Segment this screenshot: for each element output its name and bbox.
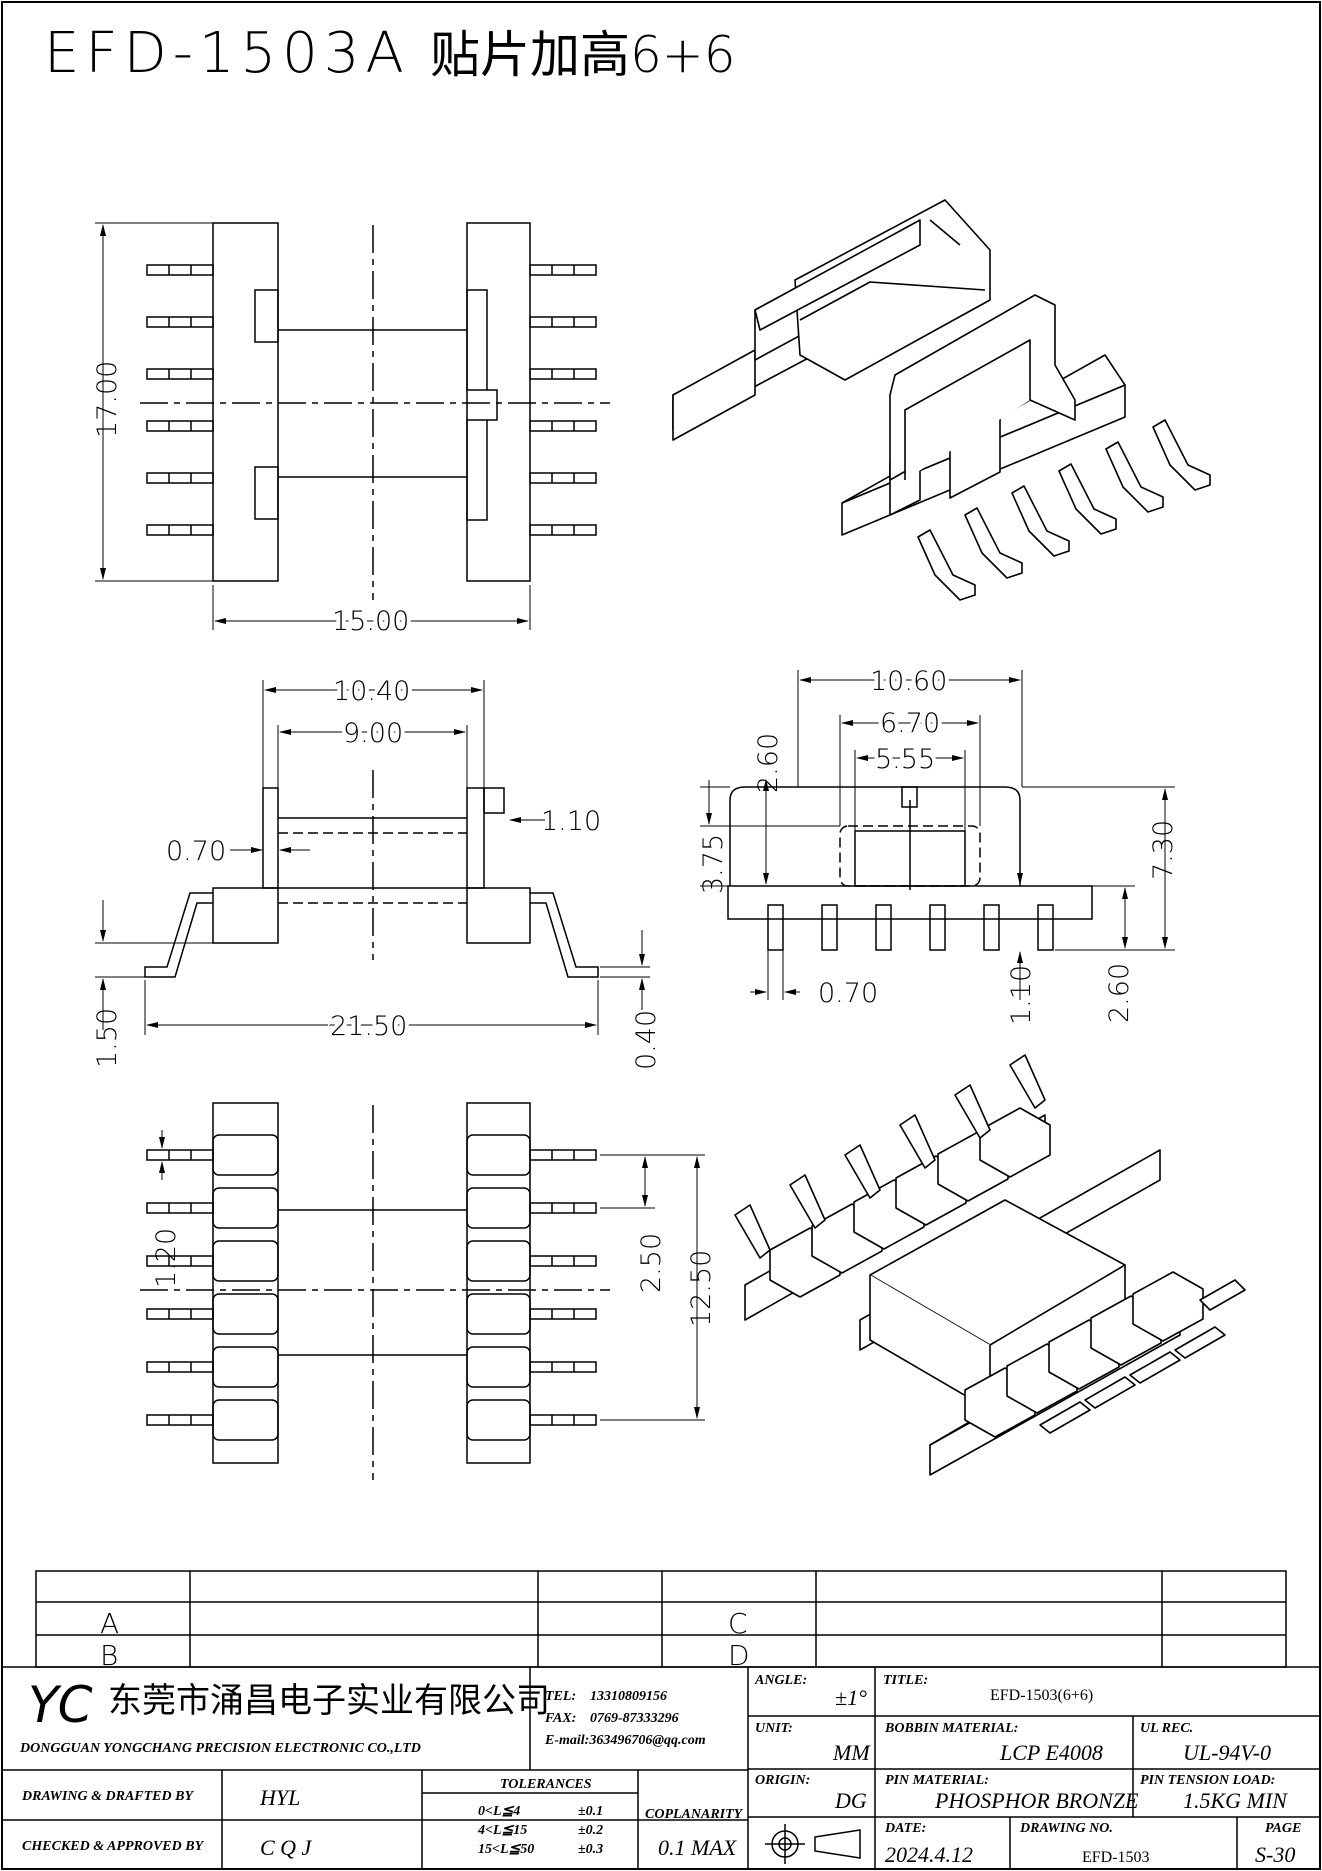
tol-range-3: 15<L≦50 [478,1842,534,1857]
dim-1-10-gap: 1.10 [1006,965,1037,1025]
tol-value-3: ±0.3 [578,1842,603,1857]
pin-tension-label: PIN TENSION LOAD: [1140,1773,1275,1788]
unit-label: UNIT: [755,1721,793,1736]
fax-value: 0769-87333296 [590,1711,679,1726]
title-value: EFD-1503(6+6) [990,1687,1093,1704]
iso-view-top [672,199,1126,536]
drawing-no-value: EFD-1503 [1082,1849,1150,1866]
dim-10-40: 10.40 [333,676,410,707]
dim-5-55: 5.55 [875,744,935,775]
dim-height-17: 17.00 [92,361,123,438]
angle-label: ANGLE: [754,1673,807,1688]
dim-0-70: 0.70 [166,836,226,867]
company-name-en: DONGGUAN YONGCHANG PRECISION ELECTRONIC … [19,1741,421,1756]
dim-10-60: 10.60 [870,666,947,697]
bobbin-label: BOBBIN MATERIAL: [884,1721,1018,1736]
tol-range-2: 4<L≦15 [477,1823,527,1838]
page-label: PAGE [1265,1821,1301,1836]
company-name-cn: 东莞市涌昌电子实业有限公司 [108,1681,550,1721]
dim-0-40: 0.40 [631,1010,662,1070]
email-value: E-mail:363496706@qq.com [544,1733,706,1748]
drawing-no-label: DRAWING NO. [1019,1821,1113,1836]
revision-table [35,1570,1287,1668]
dim-12-50: 12.50 [686,1250,717,1327]
tel-label: TEL: [545,1689,576,1704]
tol-value-2: ±0.2 [578,1823,603,1838]
dim-7-30: 7.30 [1148,820,1179,880]
title-label: TITLE: [883,1673,928,1688]
projection-symbol-icon [765,1824,861,1864]
dim-1-20: 1.20 [151,1228,182,1288]
pin-material-label: PIN MATERIAL: [885,1773,989,1788]
date-label: DATE: [884,1821,926,1836]
rev-row-a: A [100,1607,119,1640]
dim-width-15: 15.00 [332,606,409,637]
side-view [700,670,1175,1000]
title-block-grid [2,1666,1320,1869]
dim-1-50: 1.50 [92,1008,123,1068]
tel-value: 13310809156 [590,1689,667,1704]
angle-value: ±1° [835,1685,867,1710]
origin-label: ORIGIN: [755,1773,810,1788]
tol-value-1: ±0.1 [578,1804,603,1819]
rev-row-d: D [728,1639,750,1672]
pin-tension-value: 1.5KG MIN [1183,1788,1288,1813]
company-logo: YC [28,1676,93,1734]
tolerances-label: TOLERANCES [500,1777,592,1792]
date-value: 2024.4.12 [885,1842,973,1867]
unit-value: MM [832,1740,871,1765]
ul-value: UL-94V-0 [1183,1740,1271,1765]
dim-3-75: 3.75 [698,834,729,894]
bottom-view [140,1102,705,1480]
rev-row-b: B [100,1639,118,1672]
drawing-title-cn: 贴片加高6+6 [430,26,736,84]
fax-label: FAX: [544,1711,576,1726]
page-value: S-30 [1255,1842,1295,1867]
dim-21-50: 21.50 [330,1011,407,1042]
iso-pins-top [917,419,1211,601]
dim-2-60-base: 2.60 [1104,963,1135,1023]
dim-2-60-top: 2.60 [753,733,784,793]
dim-0-70-pin: 0.70 [818,978,878,1009]
iso-view-bottom [734,1054,1246,1476]
ul-label: UL REC. [1140,1721,1193,1736]
coplanarity-label: COPLANARITY [645,1807,744,1822]
dim-6-70: 6.70 [880,708,940,739]
checked-label: CHECKED & APPROVED BY [22,1839,205,1854]
dim-9-00: 9.00 [343,718,403,749]
drawing-title: EFD-1503A [44,21,410,86]
checked-value: C Q J [260,1835,313,1860]
drawn-value: HYL [259,1785,300,1810]
front-view [95,680,650,1035]
tol-range-1: 0<L≦4 [478,1804,520,1819]
origin-value: DG [834,1788,867,1813]
pin-material-value: PHOSPHOR BRONZE [934,1788,1139,1813]
rev-row-c: C [728,1607,748,1640]
coplanarity-value: 0.1 MAX [658,1835,738,1860]
drawn-label: DRAWING & DRAFTED BY [21,1789,194,1804]
bobbin-value: LCP E4008 [999,1740,1103,1765]
dim-1-10: 1.10 [541,806,601,837]
top-view [95,222,610,630]
dim-2-50: 2.50 [636,1233,667,1293]
